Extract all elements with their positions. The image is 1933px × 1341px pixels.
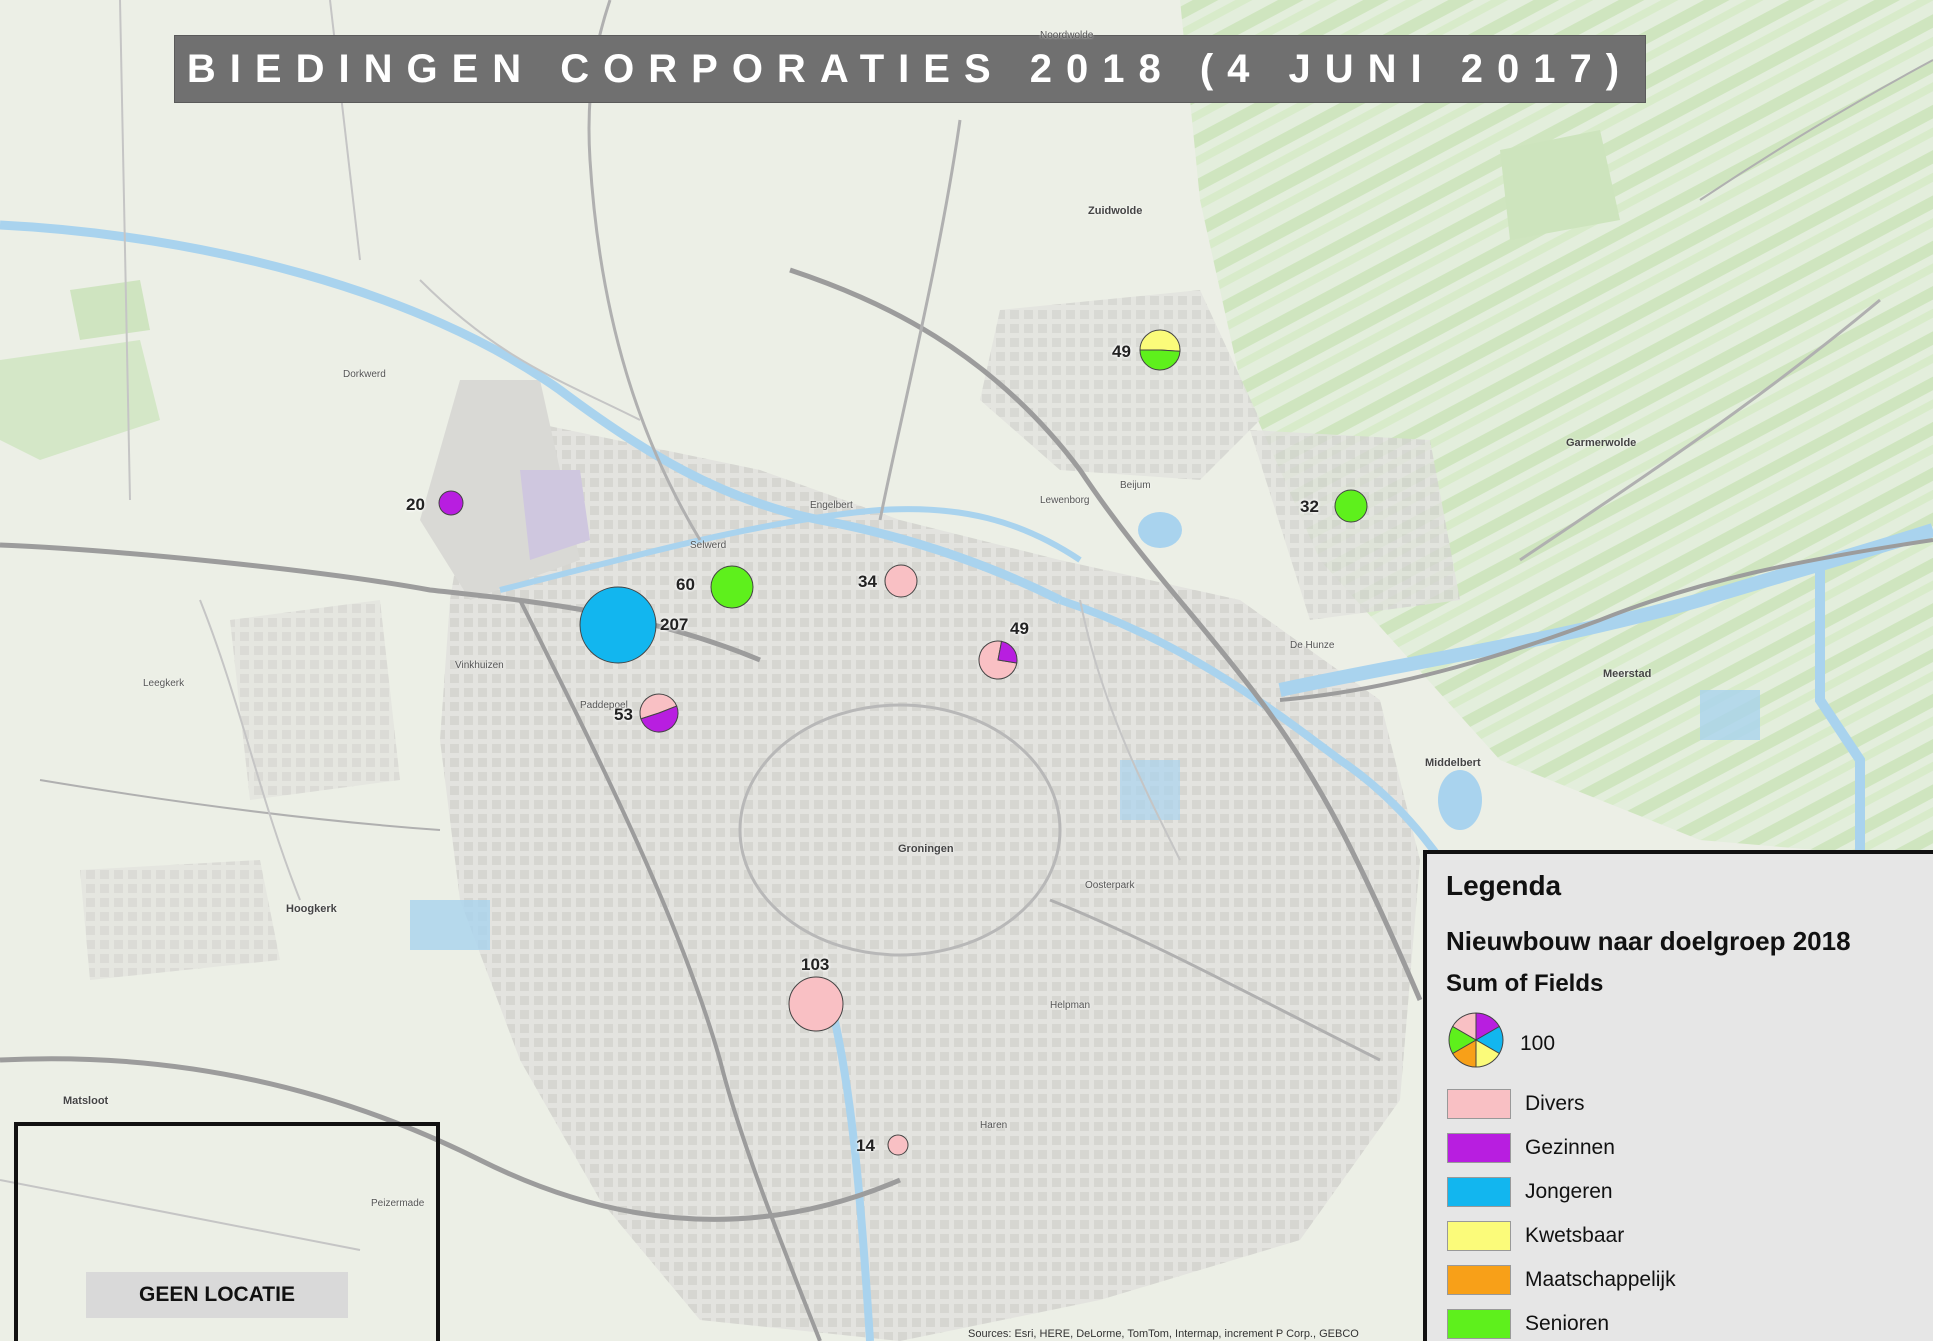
pie-slice-senioren: [1139, 349, 1181, 371]
legend-subtitle: Nieuwbouw naar doelgroep 2018: [1446, 926, 1851, 956]
pie-slice-kwetsbaar: [1139, 329, 1181, 352]
legend-swatch: [1447, 1133, 1511, 1163]
no-location-inset: [14, 1122, 440, 1341]
legend-item-gezinnen: Gezinnen: [1447, 1132, 1615, 1164]
legend-item-maatschappelijk: Maatschappelijk: [1447, 1264, 1676, 1296]
legend-item-label: Maatschappelijk: [1525, 1268, 1676, 1291]
bubble-value-label: 60: [676, 575, 695, 594]
pie-slice-senioren: [1448, 1025, 1478, 1055]
pie-slice-gezinnen: [438, 490, 464, 516]
legend: Legenda Nieuwbouw naar doelgroep 2018 Su…: [1423, 850, 1933, 1341]
pie-bubble[interactable]: [710, 565, 754, 609]
legend-item-senioren: Senioren: [1447, 1308, 1609, 1340]
pie-slice-gezinnen: [640, 705, 679, 733]
pie-bubble[interactable]: [1139, 329, 1181, 371]
place-label: Helpman: [1050, 1000, 1091, 1011]
place-label: Middelbert: [1425, 757, 1481, 769]
pie-bubble[interactable]: [1334, 489, 1368, 523]
bubble-value-label: 49: [1112, 342, 1131, 361]
place-label: Selwerd: [690, 540, 727, 551]
pie-slice-divers: [884, 564, 918, 598]
legend-swatch: [1447, 1309, 1511, 1339]
legend-item-label: Jongeren: [1525, 1180, 1613, 1203]
bubble-value-label: 103: [801, 955, 830, 974]
place-label: Lewenborg: [1040, 495, 1090, 506]
legend-item-divers: Divers: [1447, 1088, 1585, 1120]
place-label: Matsloot: [63, 1095, 109, 1107]
legend-swatch: [1447, 1177, 1511, 1207]
legend-field-title: Sum of Fields: [1446, 970, 1604, 997]
place-label: Leegkerk: [143, 678, 185, 689]
place-label: Oosterpark: [1085, 880, 1135, 891]
legend-item-label: Kwetsbaar: [1525, 1224, 1625, 1247]
pie-bubble[interactable]: [579, 586, 657, 664]
pie-bubble[interactable]: [438, 490, 464, 516]
place-label: Paddepoel: [580, 700, 628, 711]
pie-bubble[interactable]: [978, 640, 1018, 680]
place-label: Peizermade: [371, 1198, 425, 1209]
legend-swatch: [1447, 1265, 1511, 1295]
pie-slice-gezinnen: [997, 640, 1018, 664]
legend-item-label: Senioren: [1525, 1312, 1610, 1335]
bubble-value-label: 34: [858, 572, 877, 591]
place-label: Garmerwolde: [1566, 437, 1637, 449]
pie-slice-divers: [887, 1134, 909, 1156]
legend-item-jongeren: Jongeren: [1447, 1176, 1613, 1208]
bubble-value-label: 49: [1010, 619, 1029, 638]
bubble-value-label: 53: [614, 705, 633, 724]
bubble-value-label: 20: [406, 495, 425, 514]
legend-swatch: [1447, 1089, 1511, 1119]
pie-bubble[interactable]: [639, 693, 679, 733]
no-location-label: GEEN LOCATIE: [86, 1272, 348, 1318]
map-sources: Sources: Esri, HERE, DeLorme, TomTom, In…: [968, 1328, 1359, 1340]
pie-bubble[interactable]: [788, 976, 844, 1032]
legend-pie[interactable]: [1448, 1012, 1504, 1068]
place-label: Haren: [980, 1120, 1008, 1131]
pie-slice-divers: [639, 693, 678, 720]
pie-slice-jongeren: [579, 586, 657, 664]
place-label: Noordwolde: [1040, 30, 1094, 41]
place-label: Beijum: [1120, 480, 1151, 491]
map-title: BIEDINGEN CORPORATIES 2018 (4 JUNI 2017): [175, 36, 1645, 102]
legend-title: Legenda: [1446, 870, 1562, 901]
place-label: Hoogkerk: [286, 903, 337, 915]
place-label: Engelbert: [810, 500, 853, 511]
pie-slice-senioren: [1334, 489, 1368, 523]
legend-symbol-value: 100: [1520, 1032, 1556, 1055]
legend-item-kwetsbaar: Kwetsbaar: [1447, 1220, 1624, 1252]
bubble-value-label: 14: [856, 1136, 875, 1155]
bubble-value-label: 32: [1300, 497, 1319, 516]
pie-bubble[interactable]: [884, 564, 918, 598]
place-label: Vinkhuizen: [455, 660, 504, 671]
place-label: Dorkwerd: [343, 369, 386, 380]
place-label: Meerstad: [1603, 668, 1652, 680]
legend-item-label: Divers: [1525, 1092, 1585, 1115]
place-label: Groningen: [898, 843, 954, 855]
pie-slice-senioren: [710, 565, 754, 609]
legend-item-label: Gezinnen: [1525, 1136, 1615, 1159]
bubble-value-label: 207: [660, 615, 689, 634]
legend-pie-symbol: [1448, 1012, 1504, 1068]
place-label: Zuidwolde: [1088, 205, 1143, 217]
pie-slice-divers: [788, 976, 844, 1032]
legend-swatch: [1447, 1221, 1511, 1251]
pie-bubble[interactable]: [887, 1134, 909, 1156]
place-label: De Hunze: [1290, 640, 1335, 651]
